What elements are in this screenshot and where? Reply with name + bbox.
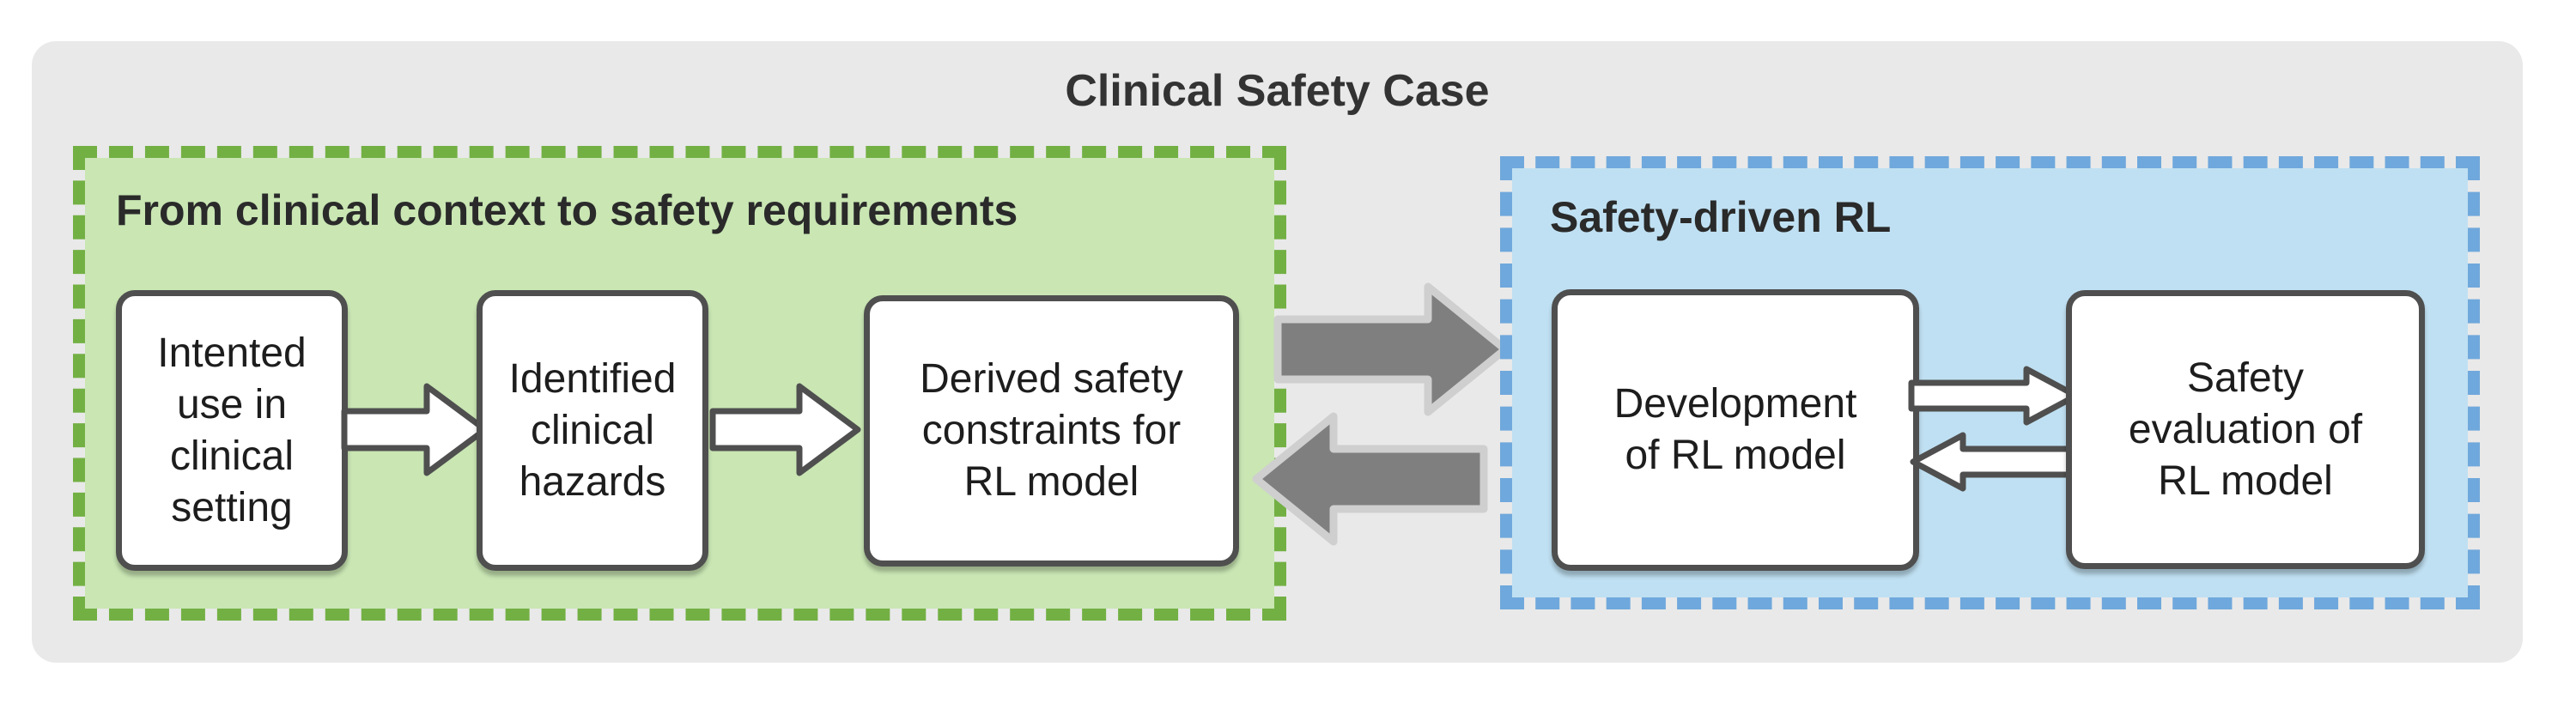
blue-section-safety-driven-rl: Safety-driven RL Development of RL model… [1500,156,2480,609]
right-arrow-icon [341,383,489,476]
gray-right-arrow-icon [1273,282,1510,416]
green-section-heading: From clinical context to safety requirem… [116,186,1018,234]
right-arrow-icon [1908,366,2080,426]
node-safety-evaluation-rl-model: Safety evaluation of RL model [2066,290,2425,569]
node-derived-constraints: Derived safety constraints for RL model [864,295,1239,567]
blue-section-heading: Safety-driven RL [1550,193,1892,241]
left-arrow-icon [1910,432,2081,492]
node-development-rl-model: Development of RL model [1552,289,1919,571]
green-section-clinical-context: From clinical context to safety requirem… [73,146,1286,621]
diagram-title: Clinical Safety Case [1065,66,1490,116]
right-arrow-icon [709,383,861,476]
gray-left-arrow-icon [1252,412,1488,546]
node-identified-hazards: Identified clinical hazards [477,290,708,571]
node-intended-use: Intented use in clinical setting [116,290,348,571]
